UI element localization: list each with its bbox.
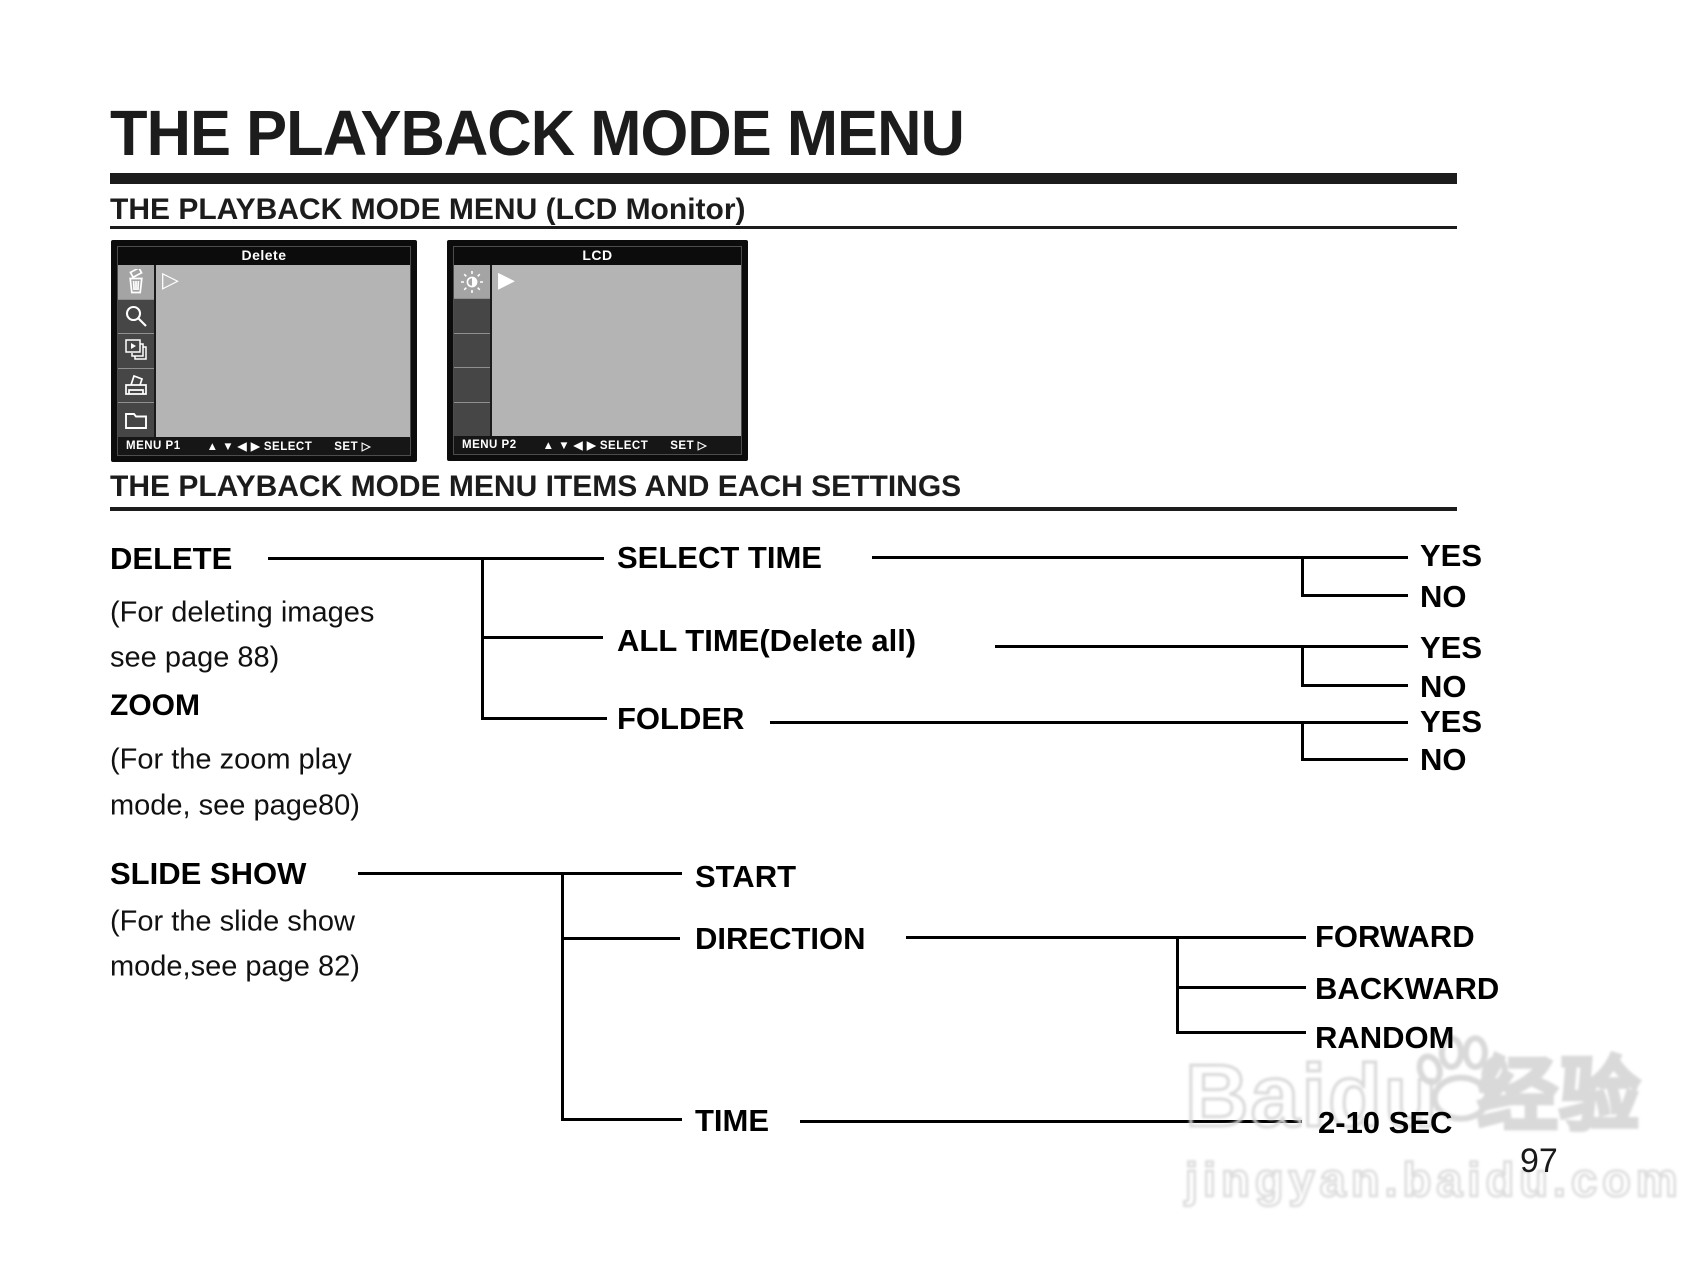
screen-sidebar xyxy=(118,265,156,437)
nav-hint: ▲ ▼ ◀ ▶ SELECT xyxy=(206,441,313,453)
tree-line xyxy=(1303,758,1408,761)
delete-desc-line1: (For deleting images xyxy=(110,596,375,629)
magnifier-icon xyxy=(118,300,154,335)
nav-hint: ▲ ▼ ◀ ▶ SELECT xyxy=(542,440,649,452)
tree-line xyxy=(1178,986,1306,989)
screen-main-area: ▷ xyxy=(156,265,410,437)
tree-line xyxy=(561,872,564,1121)
tree-line xyxy=(1303,594,1408,597)
tree-item-direction: DIRECTION xyxy=(695,921,866,956)
option-forward: FORWARD xyxy=(1315,919,1475,954)
screen-sidebar xyxy=(454,265,492,436)
tree-line xyxy=(483,636,603,639)
empty-cell xyxy=(454,299,490,334)
brightness-icon xyxy=(454,265,490,300)
screen-status-bar: MENU P1 ▲ ▼ ◀ ▶ SELECT SET ▷ xyxy=(118,437,410,455)
tree-item-zoom: ZOOM xyxy=(110,689,200,722)
page-title: THE PLAYBACK MODE MENU xyxy=(110,97,965,169)
selection-cursor: ▶ xyxy=(498,267,515,292)
empty-cell xyxy=(454,334,490,369)
tree-line xyxy=(563,937,680,940)
tree-item-slide-show: SLIDE SHOW xyxy=(110,856,307,891)
section-lcd-heading: THE PLAYBACK MODE MENU (LCD Monitor) xyxy=(110,193,746,226)
tree-line xyxy=(872,556,1408,559)
screen-title-delete: Delete xyxy=(118,247,410,265)
empty-cell xyxy=(454,403,490,436)
tree-line xyxy=(800,1120,1302,1123)
tree-line xyxy=(1303,684,1408,687)
delete-desc-line2: see page 88) xyxy=(110,641,280,674)
tree-line xyxy=(483,557,604,560)
tree-line xyxy=(1301,721,1304,761)
page-number: 97 xyxy=(1520,1142,1558,1180)
tree-line xyxy=(563,872,682,875)
tree-line xyxy=(483,717,607,720)
empty-cell xyxy=(454,368,490,403)
tree-line xyxy=(1176,936,1179,1034)
lcd-heading-rule xyxy=(110,226,1457,229)
screen-main-area: ▶ xyxy=(492,265,741,436)
tree-line xyxy=(770,721,1408,724)
option-yes: YES xyxy=(1420,538,1483,573)
menu-page-label: MENU P2 xyxy=(462,439,517,451)
screen-title-lcd: LCD xyxy=(454,247,741,265)
selection-cursor: ▷ xyxy=(162,267,179,292)
screen-status-bar: MENU P2 ▲ ▼ ◀ ▶ SELECT SET ▷ xyxy=(454,436,741,454)
set-hint: SET ▷ xyxy=(670,440,708,452)
trash-icon xyxy=(118,265,154,300)
lcd-screen-lcd: LCD ▶ xyxy=(447,240,748,461)
tree-line xyxy=(1301,556,1304,597)
section-items-heading: THE PLAYBACK MODE MENU ITEMS AND EACH SE… xyxy=(110,470,962,503)
watermark-url: jingyan.baidu.com xyxy=(1184,1153,1683,1206)
tree-line xyxy=(1178,1031,1306,1034)
tree-line xyxy=(563,1118,682,1121)
set-hint: SET ▷ xyxy=(334,441,372,453)
option-no: NO xyxy=(1420,669,1467,704)
tree-line xyxy=(995,645,1408,648)
slideshow-icon xyxy=(118,334,154,369)
folder-icon xyxy=(118,403,154,437)
tree-line xyxy=(358,872,564,875)
tree-item-select-time: SELECT TIME xyxy=(617,540,822,575)
tree-item-folder: FOLDER xyxy=(617,701,745,736)
items-heading-rule xyxy=(110,507,1457,511)
tree-line xyxy=(481,557,484,720)
tree-line xyxy=(906,936,1306,939)
zoom-desc-line1: (For the zoom play xyxy=(110,743,352,776)
tree-item-all-time: ALL TIME(Delete all) xyxy=(617,623,917,658)
tree-item-delete: DELETE xyxy=(110,541,233,576)
option-random: RANDOM xyxy=(1315,1020,1455,1055)
tree-line xyxy=(1301,645,1304,687)
option-2-10-sec: 2-10 SEC xyxy=(1318,1105,1453,1140)
watermark-logo-suffix: 经验 xyxy=(1475,1051,1642,1140)
lcd-screen-delete: Delete xyxy=(111,240,417,462)
option-yes: YES xyxy=(1420,630,1483,665)
title-rule xyxy=(110,173,1457,184)
tree-item-time: TIME xyxy=(695,1103,770,1138)
menu-page-label: MENU P1 xyxy=(126,440,181,452)
option-yes: YES xyxy=(1420,704,1483,739)
option-no: NO xyxy=(1420,579,1467,614)
slide-desc-line2: mode,see page 82) xyxy=(110,950,360,983)
option-no: NO xyxy=(1420,742,1467,777)
option-backward: BACKWARD xyxy=(1315,971,1500,1006)
tree-line xyxy=(268,557,483,560)
printer-icon xyxy=(118,369,154,404)
zoom-desc-line2: mode, see page80) xyxy=(110,789,360,822)
tree-item-start: START xyxy=(695,859,797,894)
slide-desc-line1: (For the slide show xyxy=(110,905,355,938)
